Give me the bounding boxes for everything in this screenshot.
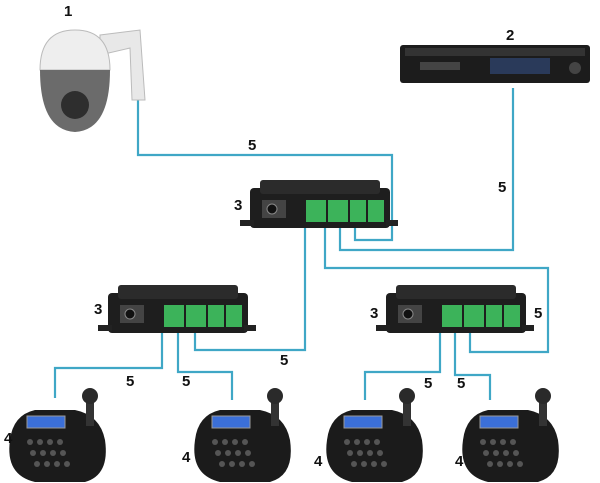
label-keyboard-4: 4 (455, 453, 464, 470)
label-dvr: 2 (506, 27, 514, 44)
wire-hub-top-to-left (193, 222, 307, 352)
keyboard-1 (8, 387, 107, 483)
label-wire-camera: 5 (248, 137, 256, 154)
hub-left (97, 284, 257, 334)
wire-hub-top-to-right (323, 222, 550, 354)
keyboard-4 (461, 387, 560, 483)
wire-kb2 (176, 325, 234, 400)
label-hub-left: 3 (94, 301, 102, 318)
label-wire-kb4: 5 (457, 375, 465, 392)
wire-kb4 (453, 325, 492, 400)
dvr-recorder (400, 45, 590, 83)
wire-dvr-to-hub (338, 88, 515, 252)
label-wire-kb2: 5 (182, 373, 190, 390)
label-keyboard-3: 4 (314, 453, 323, 470)
hub-top (239, 179, 399, 229)
wire-kb1 (53, 325, 164, 398)
label-keyboard-1: 4 (4, 430, 13, 447)
label-wire-top-left: 5 (280, 352, 288, 369)
label-keyboard-2: 4 (182, 449, 191, 466)
label-wire-kb3: 5 (424, 375, 432, 392)
keyboard-3 (325, 387, 424, 483)
label-wire-top-right: 5 (534, 305, 542, 322)
label-camera: 1 (64, 3, 72, 20)
label-wire-dvr: 5 (498, 179, 506, 196)
ptz-camera (39, 29, 146, 132)
hub-right (375, 284, 535, 334)
wire-camera-to-hub (136, 100, 394, 242)
label-hub-right: 3 (370, 305, 378, 322)
wire-kb3 (363, 325, 442, 400)
label-hub-top: 3 (234, 197, 242, 214)
label-wire-kb1: 5 (126, 373, 134, 390)
keyboard-2 (193, 387, 292, 483)
